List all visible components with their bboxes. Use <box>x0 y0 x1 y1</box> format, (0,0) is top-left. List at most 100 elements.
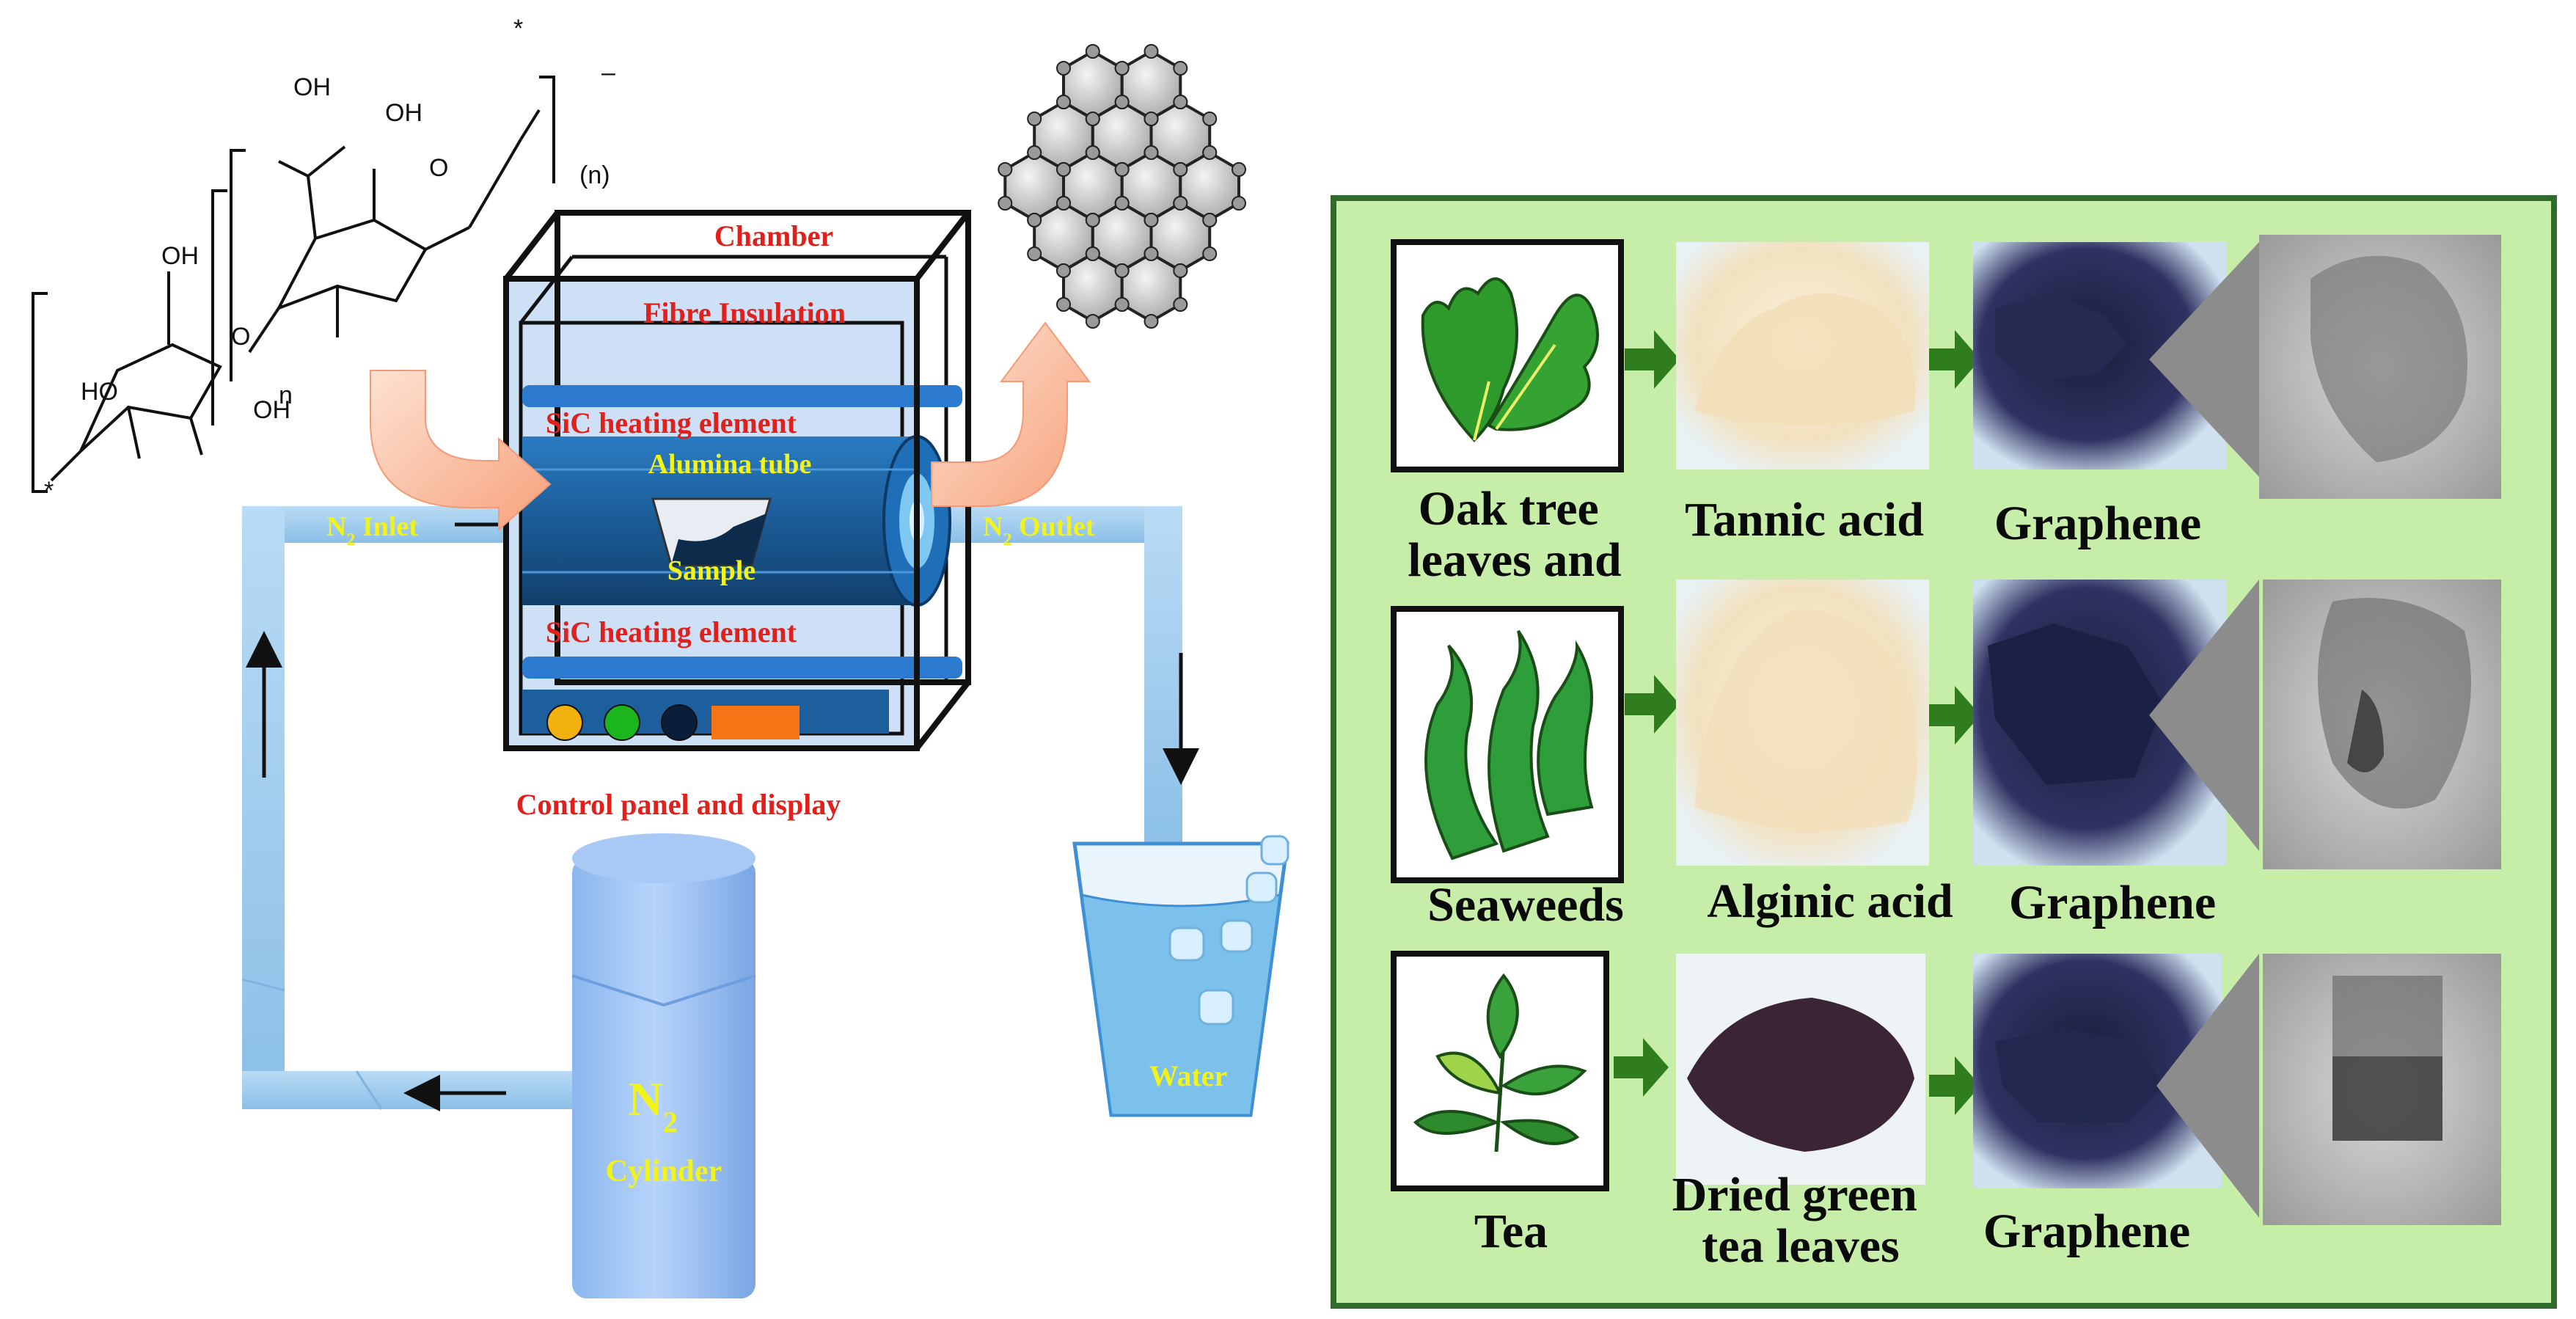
label-graphene-1: Graphene <box>1994 497 2201 550</box>
ice-cube <box>1220 919 1254 953</box>
zoom-wedge <box>2149 580 2259 851</box>
carbon-atom <box>1144 44 1159 59</box>
ice-cube <box>1260 835 1289 866</box>
svg-text:OH: OH <box>253 396 290 424</box>
arrow-green <box>1929 330 1980 389</box>
carbon-atom <box>1027 145 1042 160</box>
output-arrow <box>931 321 1091 507</box>
carbon-atom <box>1144 213 1159 227</box>
carbon-atom <box>1144 112 1159 126</box>
furnace-setup: Chamber Fibre Insulation SiC heating ele… <box>32 15 1289 1298</box>
svg-text:n: n <box>279 381 293 409</box>
arrow-green <box>1614 1038 1669 1097</box>
carbon-atom <box>1056 95 1071 109</box>
label-graphene-3: Graphene <box>1983 1205 2190 1258</box>
cylinder-formula: N2 <box>628 1073 678 1139</box>
carbon-atom <box>1202 246 1218 261</box>
carbon-atom <box>1027 213 1042 227</box>
fibre-insulation-label: Fibre Insulation <box>643 296 846 329</box>
row-tea <box>1391 951 2501 1225</box>
carbon-atom <box>1114 95 1130 109</box>
control-button-navy <box>661 704 698 741</box>
label-dried-green-tea: Dried green tea leaves <box>1672 1168 1930 1273</box>
display-screen <box>711 706 799 739</box>
label-tea: Tea <box>1474 1205 1548 1258</box>
dash-mark: – <box>601 59 615 87</box>
chamber-label: Chamber <box>714 219 833 252</box>
arrow-green <box>1625 330 1680 389</box>
carbon-atom <box>1232 196 1246 211</box>
carbon-atom <box>1173 95 1188 109</box>
control-panel <box>522 690 889 734</box>
carbon-atom <box>1173 61 1188 76</box>
seaweed-icon <box>1424 629 1594 861</box>
carbon-atom <box>1085 145 1100 160</box>
carbon-atom <box>1085 112 1100 126</box>
carbon-atom <box>1056 297 1071 312</box>
gas-pipe-loop <box>241 506 1182 1110</box>
carbon-atom <box>1202 112 1218 126</box>
carbon-atom <box>1114 297 1130 312</box>
alumina-tube-label: Alumina tube <box>648 449 812 480</box>
label-alginic-acid: Alginic acid <box>1707 874 1953 928</box>
svg-text:OH: OH <box>385 99 422 127</box>
carbon-atom <box>998 162 1013 177</box>
carbon-atom <box>1056 61 1071 76</box>
ice-cube <box>1198 989 1234 1026</box>
svg-text:OH: OH <box>293 73 331 101</box>
carbon-atom <box>1027 112 1042 126</box>
label-graphene-2: Graphene <box>2009 876 2216 929</box>
heating-element-top-bar <box>522 385 962 407</box>
graphene-hexagon <box>1120 49 1182 121</box>
label-seaweeds: Seaweeds <box>1427 878 1624 932</box>
carbon-atom <box>1085 44 1100 59</box>
svg-text:O: O <box>231 323 250 351</box>
carbon-atom <box>1173 297 1188 312</box>
n2-outlet-label: N2 Outlet <box>983 511 1095 549</box>
bottom-pipe-horizontal <box>242 1071 579 1109</box>
graphene-hexagon <box>1120 252 1182 324</box>
carbon-atom <box>1173 196 1188 211</box>
graphene-lattice <box>998 44 1246 329</box>
right-pipe-vertical <box>1144 506 1182 858</box>
carbon-atom <box>1114 162 1130 177</box>
zoom-wedge <box>2156 954 2259 1218</box>
svg-text:(n): (n) <box>579 161 610 189</box>
outlet-pipe-horizontal <box>917 506 1166 543</box>
carbon-atom <box>1144 246 1159 261</box>
control-button-yellow <box>546 704 583 741</box>
left-pipe-vertical <box>242 506 285 1108</box>
control-panel-label: Control panel and display <box>516 788 841 821</box>
carbon-atom <box>1202 145 1218 160</box>
control-button-green <box>604 704 640 741</box>
carbon-atom <box>1202 213 1218 227</box>
carbon-atom <box>1027 246 1042 261</box>
furnace-box <box>503 210 971 751</box>
input-arrow <box>370 370 552 532</box>
carbon-atom <box>1173 162 1188 177</box>
tea-leaf-icon <box>1413 973 1587 1152</box>
label-oak: Oak tree leaves and <box>1408 482 1622 587</box>
ice-cube <box>1245 872 1278 904</box>
sample-boat <box>651 497 772 566</box>
n2-cylinder: N2 Cylinder <box>571 833 756 1298</box>
row-seaweed <box>1391 580 2501 883</box>
water-beaker: Water <box>1072 835 1289 1117</box>
ice-cube <box>1168 927 1205 962</box>
svg-text:HO: HO <box>81 378 118 406</box>
carbon-atom <box>1085 314 1100 329</box>
heating-element-bottom-bar <box>522 657 962 679</box>
biomass-panel: Oak tree leaves and Tannic acid Graphene… <box>1331 195 2557 1309</box>
carbon-atom <box>1085 246 1100 261</box>
carbon-atom <box>1056 162 1071 177</box>
water-label: Water <box>1149 1059 1228 1092</box>
asterisk-mark: * <box>513 15 523 43</box>
sample-label: Sample <box>667 555 755 586</box>
n2-inlet-label: N2 Inlet <box>326 511 418 549</box>
carbon-atom <box>1144 314 1159 329</box>
svg-text:O: O <box>429 154 448 182</box>
carbon-atom <box>1114 196 1130 211</box>
carbon-atom <box>1232 162 1246 177</box>
label-tannic-acid: Tannic acid <box>1685 493 1924 547</box>
asterisk-mark: * <box>44 477 54 505</box>
